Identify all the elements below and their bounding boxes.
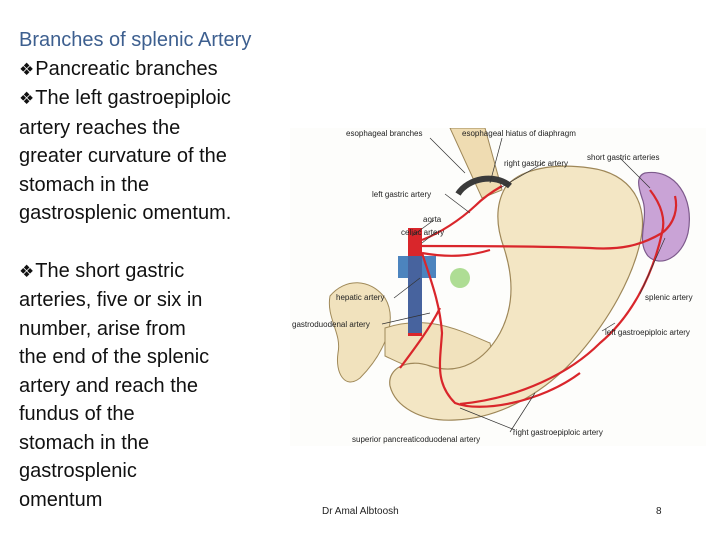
bullet-line: The left gastroepiploic <box>35 87 231 109</box>
bullet-line: omentum <box>19 488 103 511</box>
footer-page-number: 8 <box>656 506 662 517</box>
duodenum-shape <box>328 282 391 383</box>
right-gastroepiploic-artery <box>420 252 581 408</box>
bullet-line: greater curvature of the <box>19 145 227 167</box>
footer-author: Dr Amal Albtoosh <box>322 506 399 517</box>
artery-network <box>399 185 678 408</box>
gallbladder-shape <box>450 268 470 288</box>
bullet-left-gastroepiploic: ❖The left gastroepiploic artery reaches … <box>19 84 281 228</box>
short-gastric-artery-1 <box>649 189 665 234</box>
bullet-line: number, arise from <box>19 317 186 340</box>
label-esophageal-hiatus: esophageal hiatus of diaphragm <box>462 129 576 138</box>
label-splenic: splenic artery <box>645 293 693 302</box>
leader-lines <box>381 137 666 433</box>
short-gastric-artery-2 <box>661 195 678 234</box>
label-left-gastric: left gastric artery <box>372 190 431 199</box>
label-hepatic: hepatic artery <box>336 293 384 302</box>
right-gastric-artery <box>421 248 491 257</box>
bullet-pancreatic: ❖Pancreatic branches <box>19 55 281 85</box>
bullet-line: the end of the splenic <box>19 346 210 368</box>
bullet-line: artery and reach the <box>19 374 198 397</box>
diamond-bullet-icon: ❖ <box>19 261 35 281</box>
bullet-line: fundus of the <box>19 403 135 425</box>
anatomy-illustration: esophageal branches esophageal hiatus of… <box>290 128 706 446</box>
bullet-line: arteries, five or six in <box>19 289 203 311</box>
bullet-line: artery reaches the <box>19 116 181 139</box>
portal-vein-shape <box>398 256 436 333</box>
label-short-gastric: short gastric arteries <box>587 153 659 162</box>
label-left-gastroepiploic: left gastroepiploic artery <box>605 328 690 337</box>
slide-text: Branches of splenic Artery ❖Pancreatic b… <box>19 26 281 514</box>
superior-pancreaticoduodenal-artery <box>399 307 441 369</box>
label-celiac: celiac artery <box>401 228 444 237</box>
stomach-artery-figure: esophageal branches esophageal hiatus of… <box>290 128 706 446</box>
bullet-line: gastrosplenic omentum. <box>19 202 232 224</box>
bullet-line: stomach in the <box>19 431 150 454</box>
bullet-short-gastric: ❖The short gastric arteries, five or six… <box>19 257 281 515</box>
bullet-line: gastrosplenic <box>19 460 137 482</box>
diamond-bullet-icon: ❖ <box>19 59 35 79</box>
bullet-line: The short gastric <box>35 259 185 282</box>
splenic-artery <box>421 232 663 250</box>
stomach-shape <box>389 165 644 421</box>
diamond-bullet-icon: ❖ <box>19 89 35 108</box>
bullet-line: stomach in the <box>19 173 150 196</box>
label-superior-pancreaticoduodenal: superior pancreaticoduodenal artery <box>352 435 480 444</box>
diaphragm-hiatus <box>455 175 512 196</box>
label-gastroduodenal: gastroduodenal artery <box>292 320 370 329</box>
left-gastric-artery <box>421 185 503 242</box>
label-right-gastric: right gastric artery <box>504 159 568 168</box>
label-aorta: aorta <box>423 215 442 224</box>
label-right-gastroepiploic: right gastroepiploic artery <box>513 428 603 437</box>
bullet-line: Pancreatic branches <box>35 57 218 80</box>
slide-title: Branches of splenic Artery <box>19 29 252 51</box>
label-esophageal-branches: esophageal branches <box>346 129 423 138</box>
